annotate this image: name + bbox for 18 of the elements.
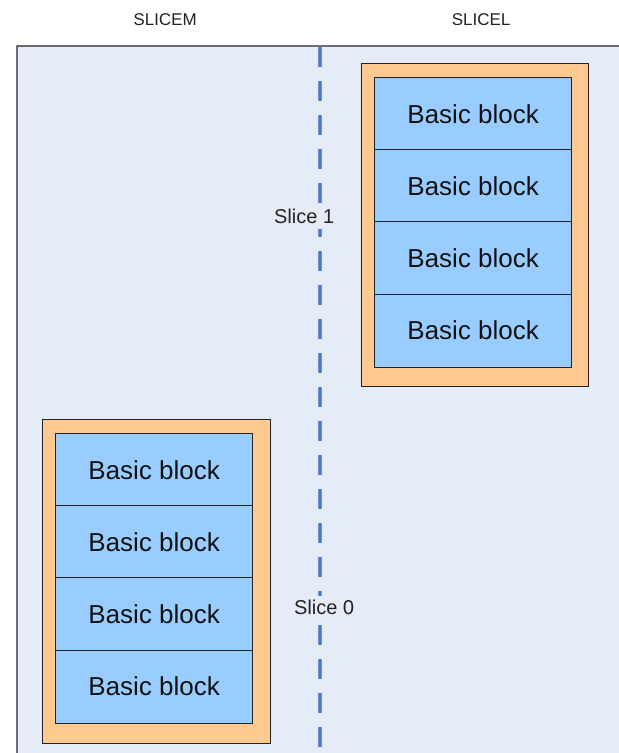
block-label: Basic block — [407, 315, 539, 346]
basic-block — [55, 505, 253, 580]
column-heading: SLICEM — [133, 10, 197, 30]
block-label: Basic block — [88, 671, 220, 702]
basic-block — [374, 77, 572, 152]
block-label: Basic block — [407, 243, 539, 274]
basic-block — [55, 433, 253, 508]
basic-block — [374, 221, 572, 296]
basic-block — [55, 650, 253, 724]
block-label: Basic block — [88, 527, 220, 558]
basic-block — [374, 149, 572, 224]
block-label: Basic block — [407, 171, 539, 202]
block-label: Basic block — [88, 454, 220, 486]
block-label: Basic block — [407, 98, 539, 130]
basic-block — [55, 577, 253, 652]
basic-block — [374, 294, 572, 368]
column-heading: SLICEL — [452, 10, 510, 30]
block-label: Basic block — [88, 599, 220, 630]
